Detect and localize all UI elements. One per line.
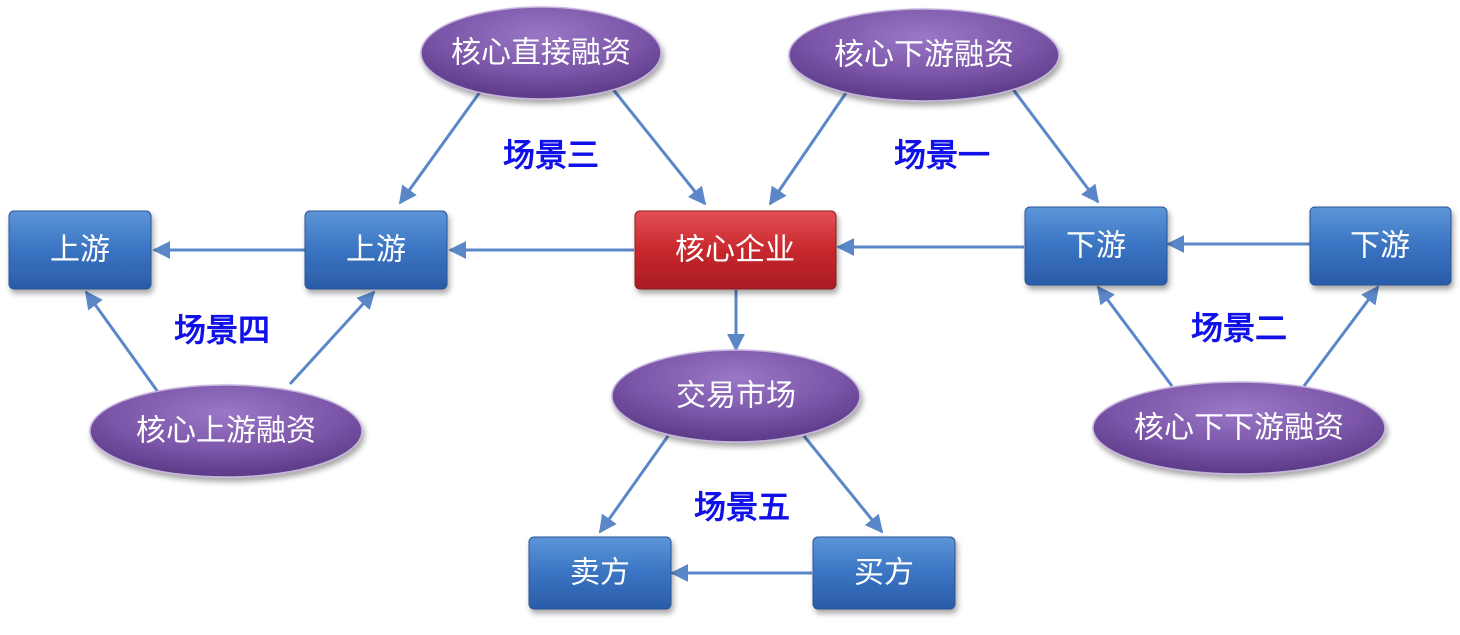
scene5-label: 场景五: [694, 488, 790, 526]
arrow-upfin-to-upstream-outer: [84, 290, 160, 393]
arrow-upfin-to-upstream-inner: [288, 290, 376, 386]
box-upstream-outer: 上游: [8, 210, 152, 290]
scene2-label: 场景二: [1191, 309, 1287, 347]
core-downstream-label: 核心下游融资: [834, 38, 1014, 73]
ellipse-core-down-downstream: 核心下下游融资: [1092, 381, 1386, 475]
arrow-market-to-buyer: [802, 435, 884, 534]
box-core-enterprise: 核心企业: [634, 210, 837, 290]
arrow-market-to-seller: [598, 435, 670, 534]
market-label: 交易市场: [676, 379, 796, 414]
ellipse-core-upstream: 核心上游融资: [89, 384, 363, 478]
core-upstream-label: 核心上游融资: [136, 414, 316, 449]
arrow-ddfin-to-downstream-inner: [1096, 285, 1174, 387]
arrow-direct-to-core: [610, 87, 707, 206]
ellipse-core-direct: 核心直接融资: [420, 6, 662, 100]
arrow-ddfin-to-downstream-outer: [1302, 285, 1380, 387]
core-direct-label: 核心直接融资: [451, 36, 631, 71]
scene4-label: 场景四: [174, 311, 270, 349]
scene3-label: 场景三: [503, 136, 599, 174]
box-buyer: 买方: [812, 536, 956, 610]
arrow-direct-to-upstream: [398, 91, 482, 205]
upstream-outer-label: 上游: [50, 233, 110, 268]
ellipse-core-downstream: 核心下游融资: [788, 8, 1060, 102]
arrow-downfin-to-downstream: [1010, 87, 1100, 204]
box-seller: 卖方: [528, 536, 672, 610]
arrows: [84, 87, 1380, 582]
arrow-downfin-to-core: [768, 89, 850, 206]
seller-label: 卖方: [570, 556, 630, 591]
scene1-label: 场景一: [894, 136, 990, 174]
downstream-outer-label: 下游: [1350, 229, 1410, 264]
box-downstream-inner: 下游: [1024, 206, 1168, 286]
box-downstream-outer: 下游: [1309, 206, 1452, 286]
upstream-inner-label: 上游: [346, 233, 406, 268]
core-down-downstream-label: 核心下下游融资: [1134, 411, 1344, 446]
box-upstream-inner: 上游: [304, 210, 448, 290]
ellipse-market: 交易市场: [611, 349, 861, 443]
core-enterprise-label: 核心企业: [675, 233, 795, 268]
downstream-inner-label: 下游: [1066, 229, 1126, 264]
buyer-label: 买方: [854, 556, 914, 591]
